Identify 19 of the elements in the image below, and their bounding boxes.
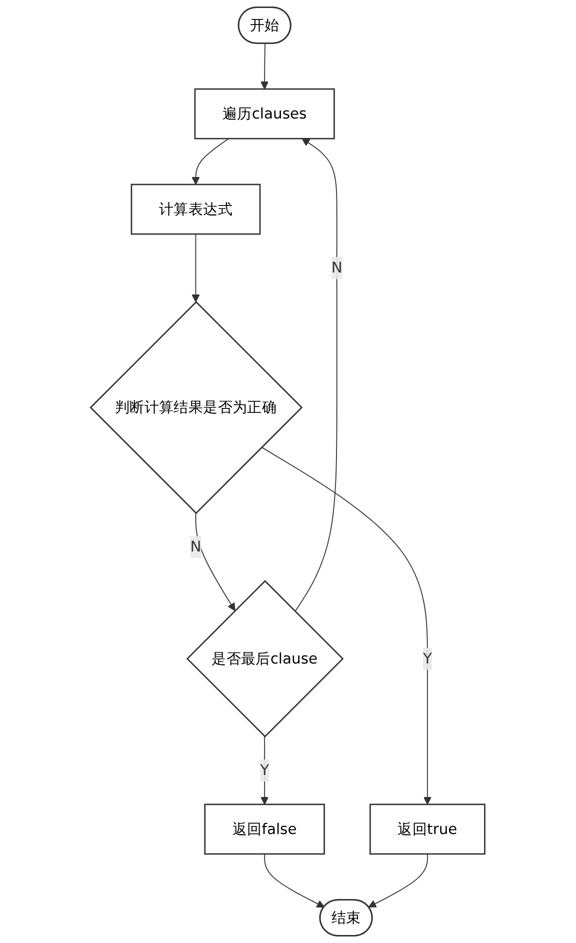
- edge-label: Y: [260, 761, 270, 779]
- edge-label: Y: [423, 650, 432, 668]
- arrow: [260, 736, 269, 805]
- node-diamond: 判断计算结果是否为正确: [90, 301, 304, 514]
- arrow: [196, 512, 236, 612]
- node-box: 返回false: [204, 804, 326, 855]
- node-box: 返回true: [370, 804, 486, 855]
- arrow: [368, 854, 428, 908]
- arrow: [261, 446, 432, 805]
- node-diamond: 是否最后clause: [186, 580, 344, 738]
- node-box: 遍历clauses: [194, 88, 336, 140]
- edge-label: N: [332, 258, 343, 276]
- node-box: 计算表达式: [131, 184, 261, 235]
- arrow: [260, 43, 269, 90]
- arrow: [264, 854, 325, 908]
- arrow: [294, 138, 338, 612]
- edge-label: N: [190, 538, 202, 556]
- arrow: [192, 234, 200, 302]
- arrow: [192, 138, 230, 185]
